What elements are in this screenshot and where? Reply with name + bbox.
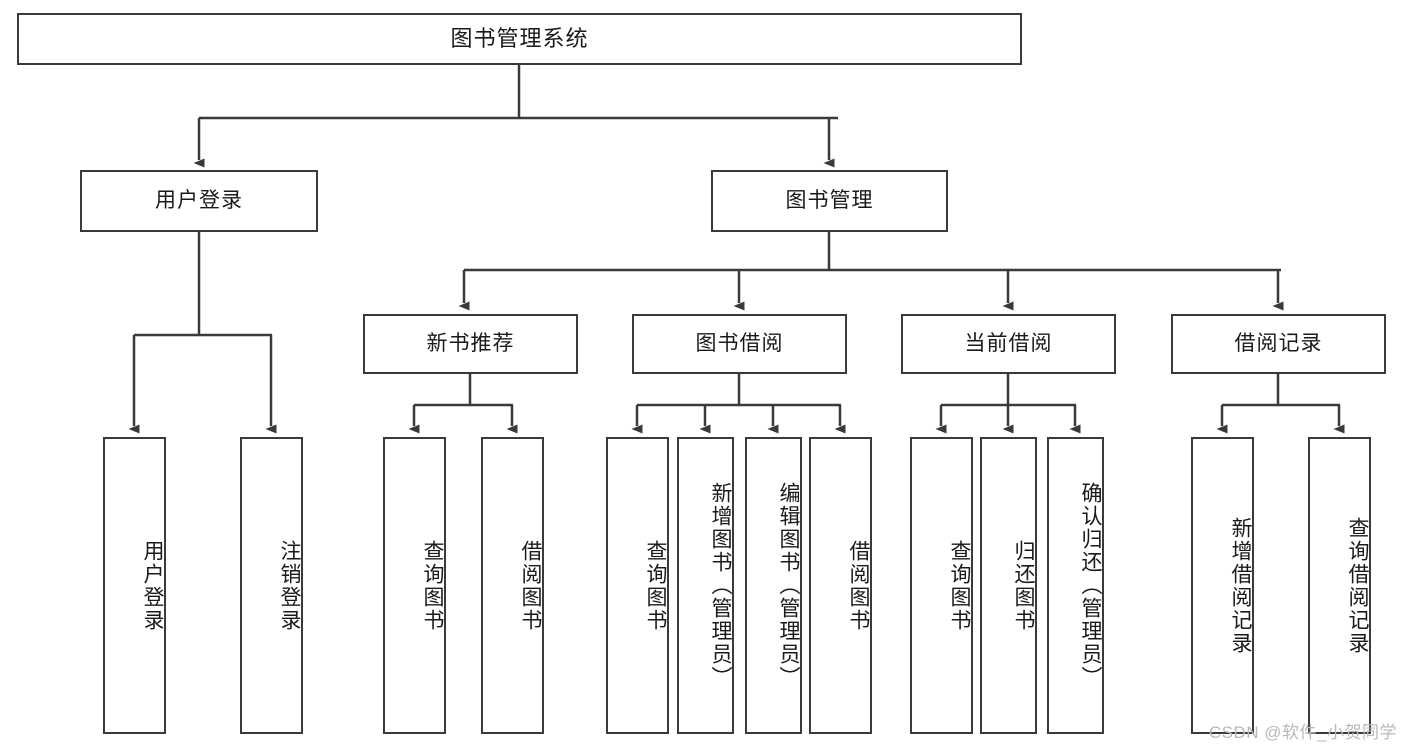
node-borrow-record[interactable]: 借阅记录 [1171,314,1386,374]
leaf-query-book-2[interactable]: 查询图书 [606,437,669,734]
leaf-query-book-1[interactable]: 查询图书 [383,437,446,734]
leaf-add-borrow-record[interactable]: 新增借阅记录 [1191,437,1254,734]
node-current-borrow[interactable]: 当前借阅 [901,314,1116,374]
leaf-query-book-3[interactable]: 查询图书 [910,437,973,734]
leaf-confirm-return-admin[interactable]: 确认归还（管理员） [1047,437,1104,734]
node-book-borrow[interactable]: 图书借阅 [632,314,847,374]
leaf-query-borrow-record[interactable]: 查询借阅记录 [1308,437,1371,734]
node-root-system[interactable]: 图书管理系统 [17,13,1022,65]
node-book-management[interactable]: 图书管理 [711,170,948,232]
leaf-edit-book-admin[interactable]: 编辑图书（管理员） [745,437,802,734]
node-new-book-recommend[interactable]: 新书推荐 [363,314,578,374]
leaf-borrow-book-1[interactable]: 借阅图书 [481,437,544,734]
leaf-logout[interactable]: 注销登录 [240,437,303,734]
leaf-borrow-book-2[interactable]: 借阅图书 [809,437,872,734]
leaf-add-book-admin[interactable]: 新增图书（管理员） [677,437,734,734]
leaf-user-login[interactable]: 用户登录 [103,437,166,734]
watermark-text: CSDN @软件_小贺同学 [1208,723,1397,742]
leaf-return-book[interactable]: 归还图书 [980,437,1037,734]
node-user-login[interactable]: 用户登录 [80,170,318,232]
